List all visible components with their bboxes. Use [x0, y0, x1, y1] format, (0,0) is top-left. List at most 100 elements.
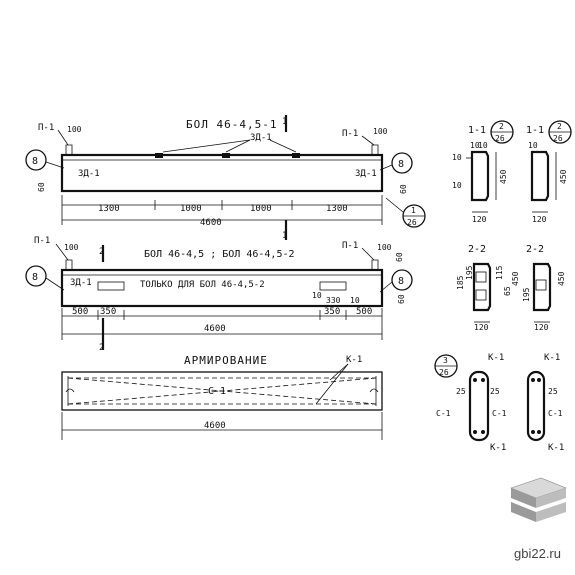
- loop-icon: [371, 144, 379, 155]
- ref-3-26-top: 3: [443, 356, 448, 365]
- dim-60: 60: [37, 182, 46, 192]
- dim-10: 10: [350, 296, 360, 305]
- ref-2-26-top: 2: [557, 122, 562, 131]
- dim-60: 60: [395, 252, 404, 262]
- beam-b-zd1: ЗД-1: [70, 278, 92, 288]
- dim-350: 350: [324, 307, 340, 317]
- cage-c1-left: С-1: [436, 409, 451, 418]
- end-mark-circle: [25, 265, 47, 287]
- end-mark-circle: [25, 149, 47, 171]
- cage-k1-top: К-1: [544, 353, 560, 363]
- dim-1000: 1000: [180, 204, 202, 214]
- beam-a-zd1-top: ЗД-1: [250, 133, 272, 143]
- dim-195: 195: [522, 287, 531, 302]
- cage-outline: [468, 370, 490, 442]
- dim-115: 115: [495, 265, 504, 280]
- loop-icon: [65, 259, 73, 270]
- beam-a-zd1-right: ЗД-1: [355, 169, 377, 179]
- dim-120: 120: [534, 323, 549, 332]
- dim-10: 10: [528, 141, 538, 150]
- dim-195: 195: [465, 265, 474, 280]
- dim-60: 60: [399, 184, 408, 194]
- loop-icon: [371, 259, 379, 270]
- dim-10: 10: [470, 141, 480, 150]
- dim-60: 60: [397, 294, 406, 304]
- dim-1000: 1000: [250, 204, 272, 214]
- ref-1-26-bottom: 26: [407, 218, 417, 227]
- end-mark-label: 8: [398, 159, 404, 170]
- cage-k1-bottom: К-1: [490, 443, 506, 453]
- dim-450: 450: [559, 169, 568, 184]
- dim-1300: 1300: [326, 204, 348, 214]
- end-mark-circle: [391, 269, 413, 291]
- dim-25: 25: [490, 387, 500, 396]
- section-profile: [532, 262, 552, 312]
- dim-185: 185: [456, 275, 465, 290]
- section-profile: [470, 150, 490, 202]
- section-1-1: 1-1 1-1 2 26 2 26 10 10 10 10 450 120 10…: [452, 120, 572, 224]
- beam-b-p1-right: П-1: [342, 241, 358, 251]
- dim-450: 450: [499, 169, 508, 184]
- dim-4600: 4600: [204, 421, 226, 431]
- beam-a-zd1-left: ЗД-1: [78, 169, 100, 179]
- section-profile: [472, 262, 492, 312]
- dim-10: 10: [452, 153, 462, 162]
- dim-100: 100: [67, 125, 82, 134]
- cut-mark-1: 1: [282, 117, 287, 127]
- section-2-2: 2-2 2-2 185 195 115 65 450 120 195 450 1…: [456, 244, 566, 332]
- reinforcement-outline: [61, 371, 383, 411]
- dim-100: 100: [64, 243, 79, 252]
- end-mark-label: 8: [32, 156, 38, 167]
- reinforcement-title: АРМИРОВАНИЕ: [184, 354, 268, 367]
- section-profile: [530, 150, 550, 202]
- cut-mark-2: 2: [99, 247, 104, 257]
- end-mark-label: 8: [32, 272, 38, 283]
- dim-100: 100: [373, 127, 388, 136]
- beam-b-title: БОЛ 46-4,5 ; БОЛ 46-4,5-2: [144, 249, 295, 260]
- section-1-1-title: 1-1: [468, 125, 486, 136]
- section-2-2-title: 2-2: [526, 244, 544, 255]
- dim-25: 25: [456, 387, 466, 396]
- hook-icon: [369, 388, 379, 393]
- dim-10: 10: [312, 291, 322, 300]
- dim-450: 450: [511, 271, 520, 286]
- dim-4600: 4600: [204, 324, 226, 334]
- section-3: 3 26 К-1 К-1 25 25 С-1 С-1 К-1 К-1 25 С-…: [434, 353, 564, 453]
- hook-icon: [65, 388, 75, 393]
- beam-b-elevation: БОЛ 46-4,5 ; БОЛ 46-4,5-2 П-1 П-1 100 10…: [25, 236, 413, 353]
- cage-c1-right: С-1: [548, 409, 563, 418]
- loop-icon: [65, 144, 73, 155]
- opening-right: [319, 281, 347, 291]
- ref-1-26-top: 1: [411, 206, 416, 215]
- end-mark-circle: [391, 152, 413, 174]
- reinforcement-c1: С-1: [208, 386, 226, 397]
- beam-b-p1-left: П-1: [34, 236, 50, 246]
- only-for-note: ТОЛЬКО ДЛЯ БОЛ 46-4,5-2: [140, 280, 265, 290]
- dim-25: 25: [548, 387, 558, 396]
- dim-450: 450: [557, 271, 566, 286]
- ref-2-26-bottom: 26: [553, 134, 563, 143]
- end-mark-label: 8: [398, 276, 404, 287]
- ref-2-26-bottom: 26: [495, 134, 505, 143]
- dim-120: 120: [472, 215, 487, 224]
- dim-10: 10: [478, 141, 488, 150]
- ref-2-26-top: 2: [499, 122, 504, 131]
- watermark: gbi22.ru: [514, 546, 561, 561]
- cut-mark-1: 1: [282, 231, 287, 241]
- beam-a-elevation: БОЛ 46-4,5-1 ЗД-1 П-1 П-1 100 100 ЗД-1 З…: [25, 115, 426, 241]
- cage-k1-bottom: К-1: [548, 443, 564, 453]
- cage-outline: [526, 370, 546, 442]
- dim-330: 330: [326, 296, 341, 305]
- site-logo: [510, 477, 567, 522]
- dim-65: 65: [503, 286, 512, 296]
- section-2-2-title: 2-2: [468, 244, 486, 255]
- dim-120: 120: [532, 215, 547, 224]
- beam-a-p1-right: П-1: [342, 129, 358, 139]
- dim-500: 500: [356, 307, 372, 317]
- dim-120: 120: [474, 323, 489, 332]
- cage-c1-right: С-1: [492, 409, 507, 418]
- opening-left: [97, 281, 125, 291]
- reinforcement-k1: К-1: [346, 355, 362, 365]
- reinforcement-elevation: АРМИРОВАНИЕ С-1 К-1 4600: [61, 354, 383, 440]
